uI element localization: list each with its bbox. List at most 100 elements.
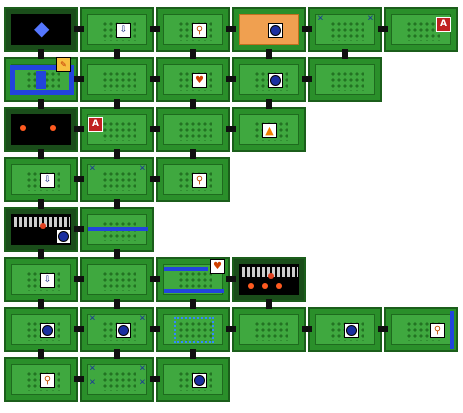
door-vertical (190, 99, 196, 109)
bomb-icon (192, 373, 207, 388)
floor-blocks (178, 321, 212, 341)
door-horizontal (150, 276, 160, 282)
door-horizontal (74, 76, 84, 82)
door-horizontal (150, 126, 160, 132)
dungeon-room: ⇩ (4, 257, 78, 302)
door-vertical (266, 299, 272, 309)
compass-icon: ⇩ (116, 23, 131, 38)
door-vertical (38, 349, 44, 359)
dungeon-room: ✎ (4, 57, 78, 102)
floor-blocks (102, 371, 136, 391)
door-vertical (190, 349, 196, 359)
door-horizontal (302, 326, 312, 332)
flame-icon (50, 125, 56, 131)
door-horizontal (226, 276, 236, 282)
key-icon: ⚲ (192, 23, 207, 38)
dungeon-room: ⚲ (156, 7, 230, 52)
door-vertical (38, 199, 44, 209)
door-horizontal (302, 76, 312, 82)
enemy-marker-icon: ⨉ (140, 365, 145, 372)
door-horizontal (378, 326, 388, 332)
floor-blocks (178, 271, 212, 291)
dungeon-room: ♥ (156, 57, 230, 102)
dungeon-room (80, 207, 154, 252)
dungeon-room (4, 307, 78, 352)
bomb-shape (42, 325, 53, 336)
door-vertical (114, 99, 120, 109)
door-vertical (266, 49, 272, 59)
dungeon-room (308, 307, 382, 352)
door-vertical (38, 49, 44, 59)
dungeon-room: ⚲ (4, 357, 78, 402)
door-horizontal (74, 126, 84, 132)
dungeon-room (156, 357, 230, 402)
door-horizontal (302, 26, 312, 32)
floor-blocks (330, 21, 364, 41)
dungeon-room: ⇩ (80, 7, 154, 52)
bomb-shape (270, 75, 281, 86)
flame-icon (248, 283, 254, 289)
door-horizontal (226, 326, 236, 332)
dungeon-room (80, 257, 154, 302)
dungeon-room: A (384, 7, 458, 52)
enemy-marker-icon: ⨉ (90, 365, 95, 372)
enemy-marker-icon: ⨉ (90, 379, 95, 386)
water-center (36, 71, 46, 89)
map-icon: ✎ (56, 57, 71, 72)
door-vertical (38, 99, 44, 109)
door-horizontal (74, 326, 84, 332)
diamond-stairs-icon: ◆ (34, 16, 50, 40)
dungeon-room: ⚲ (156, 157, 230, 202)
door-horizontal (74, 376, 84, 382)
key-icon: ⚲ (430, 323, 445, 338)
floor-blocks (330, 71, 364, 91)
floor-blocks (102, 121, 136, 141)
enemy-marker-icon: ⨉ (140, 165, 145, 172)
dungeon-room (156, 107, 230, 152)
dungeon-room (4, 207, 78, 252)
door-vertical (114, 349, 120, 359)
bomb-shape (58, 231, 69, 242)
floor-blocks (102, 71, 136, 91)
door-vertical (38, 249, 44, 259)
bomb-icon (268, 73, 283, 88)
dungeon-room: ⇩ (4, 157, 78, 202)
floor-blocks (102, 271, 136, 291)
water-channel (88, 227, 148, 231)
floor-blocks (406, 21, 440, 41)
door-vertical (190, 299, 196, 309)
door-vertical (266, 99, 272, 109)
water-frame (174, 317, 214, 343)
door-vertical (38, 299, 44, 309)
flame-icon (20, 125, 26, 131)
door-vertical (114, 199, 120, 209)
enemy-marker-icon: ⨉ (140, 315, 145, 322)
door-horizontal (226, 26, 236, 32)
dungeon-room (308, 57, 382, 102)
room-floor (315, 14, 375, 45)
flame-icon (276, 283, 282, 289)
dungeon-room (232, 307, 306, 352)
enemy-marker-icon: ⨉ (90, 315, 95, 322)
enemy-marker-icon: ⨉ (90, 165, 95, 172)
door-horizontal (74, 176, 84, 182)
dungeon-room (232, 7, 306, 52)
door-horizontal (150, 376, 160, 382)
dungeon-room (232, 57, 306, 102)
map-letter-icon: A (88, 117, 103, 132)
enemy-marker-icon: ⨉ (318, 15, 323, 22)
door-vertical (342, 49, 348, 59)
dungeon-room (156, 307, 230, 352)
bomb-icon (40, 323, 55, 338)
map-letter-icon: A (436, 17, 451, 32)
room-floor (11, 114, 71, 145)
bomb-shape (194, 375, 205, 386)
triforce-icon: ▲ (262, 123, 277, 138)
dungeon-room: ♥ (156, 257, 230, 302)
bomb-shape (118, 325, 129, 336)
door-vertical (114, 299, 120, 309)
bomb-icon (344, 323, 359, 338)
room-floor (11, 14, 71, 45)
dungeon-room: A (80, 107, 154, 152)
